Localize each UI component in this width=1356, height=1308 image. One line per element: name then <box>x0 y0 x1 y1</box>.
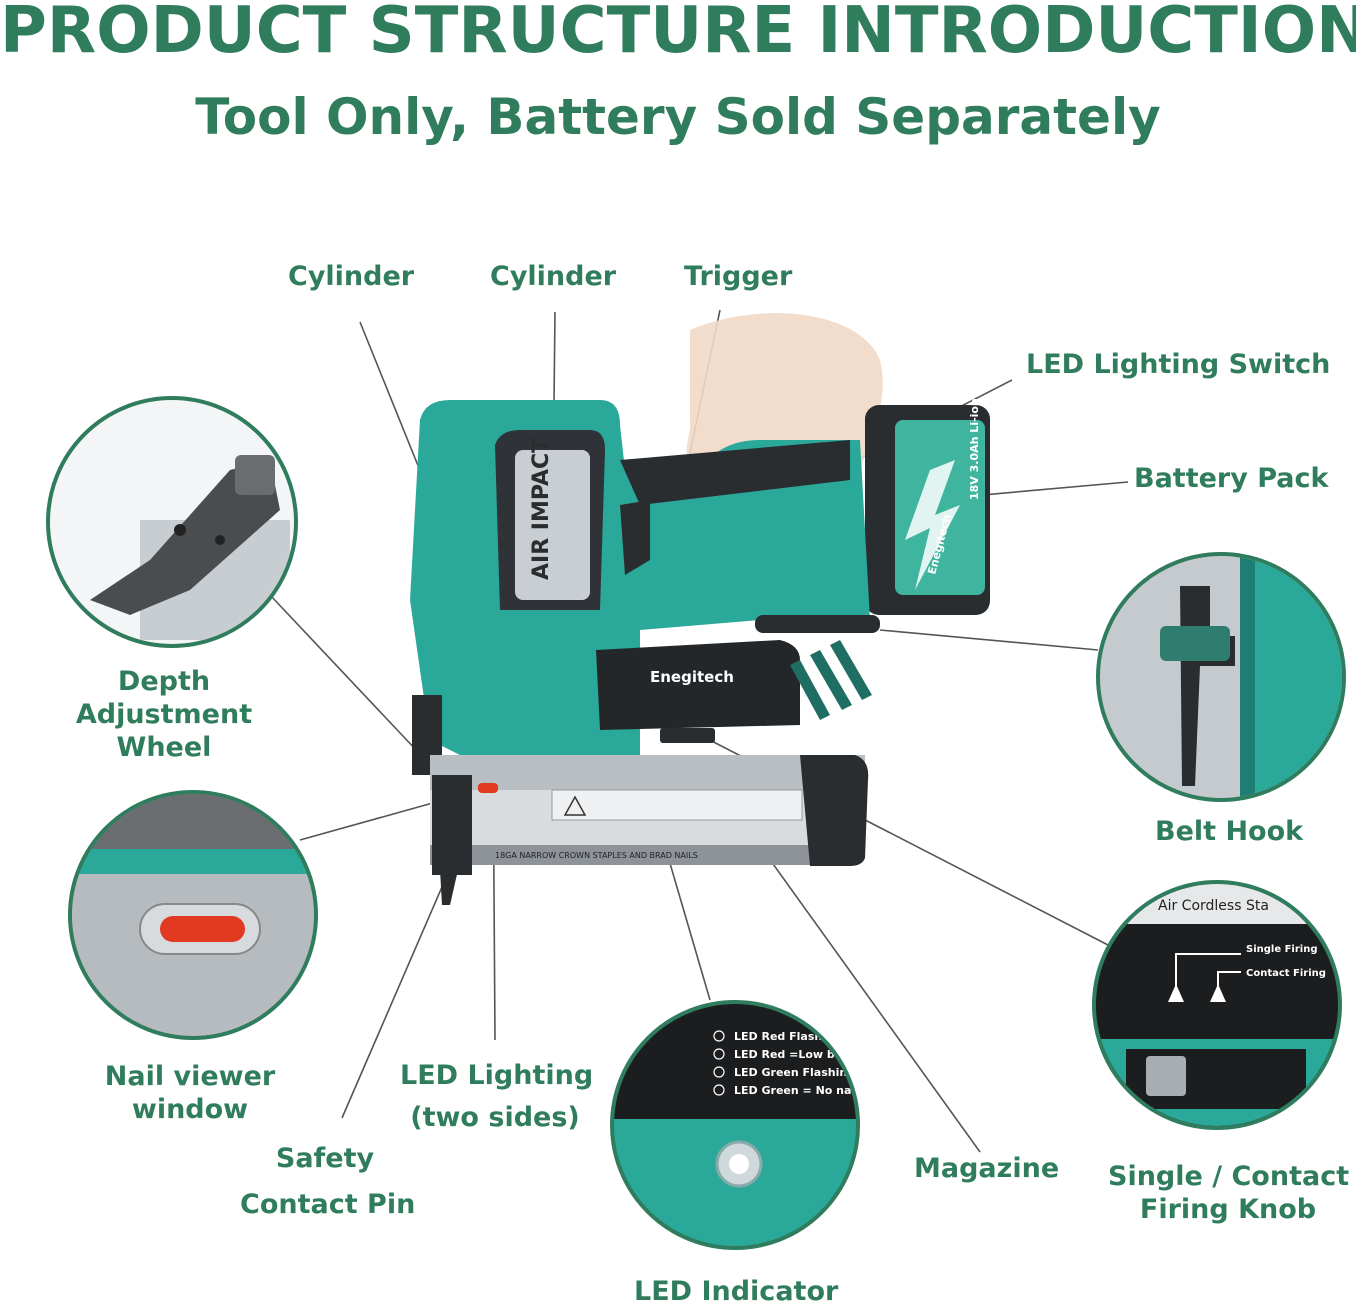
led-indicator-inset: LED Red Flashing LED Red =Low batte LED … <box>610 1000 860 1250</box>
safety-pin-label: Safety Contact Pin <box>240 1136 416 1228</box>
led-switch-label: LED Lighting Switch <box>1026 349 1331 380</box>
depth-wheel-line-2: Adjustment <box>75 699 253 730</box>
belt-hook-photo <box>1160 556 1342 798</box>
cylinder-label-2: Cylinder <box>490 261 617 292</box>
single-firing-text: Single Firing <box>1246 944 1318 955</box>
air-impact-label: AIR IMPACT <box>529 438 554 580</box>
led-indicator-photo: LED Red Flashing LED Red =Low batte LED … <box>614 1004 856 1188</box>
cylinder-label-1: Cylinder <box>288 261 415 292</box>
firing-knob-photo: Air Cordless Sta Single Firing Contact F… <box>1096 884 1338 1126</box>
depth-wheel-label: Depth Adjustment Wheel <box>74 665 254 764</box>
led-green-no-nails-text: LED Green = No nails <box>734 1084 856 1097</box>
depth-wheel-photo <box>90 455 290 640</box>
trigger-label: Trigger <box>684 261 793 292</box>
led-indicator-label: LED Indicator <box>634 1276 839 1307</box>
nail-viewer-line-1: Nail viewer <box>104 1061 276 1092</box>
nail-viewer-label: Nail viewer window <box>100 1060 280 1126</box>
led-lighting-line-1: LED Lighting <box>400 1060 594 1091</box>
nail-viewer-photo <box>72 794 314 1036</box>
belt-hook-label: Belt Hook <box>1155 816 1304 847</box>
firing-knob-line-1: Single / Contact <box>1108 1161 1350 1192</box>
firing-knob-line-2: Firing Knob <box>1139 1194 1317 1225</box>
firing-knob-inset: Air Cordless Sta Single Firing Contact F… <box>1092 880 1342 1130</box>
knob-header-text: Air Cordless Sta <box>1158 898 1269 914</box>
safety-pin-line-1: Safety <box>275 1143 375 1174</box>
magazine-print-label: 18GA NARROW CROWN STAPLES AND BRAD NAILS <box>495 851 698 860</box>
brand-label: Enegitech <box>650 668 734 686</box>
led-lighting-line-2: (two sides) <box>410 1102 580 1133</box>
led-green-flashing-text: LED Green Flashing = <box>734 1066 856 1079</box>
contact-firing-text: Contact Firing <box>1246 968 1326 979</box>
led-red-low-text: LED Red =Low batte <box>734 1048 856 1061</box>
nailer-body <box>410 400 880 905</box>
safety-pin-line-2: Contact Pin <box>240 1189 416 1220</box>
belt-hook-inset <box>1096 552 1346 802</box>
nail-viewer-line-2: window <box>131 1094 249 1125</box>
battery-pack-label: Battery Pack <box>1134 463 1329 494</box>
battery-pack-drawing <box>865 405 990 615</box>
depth-wheel-line-3: Wheel <box>116 732 212 763</box>
firing-knob-label: Single / Contact Firing Knob <box>1108 1160 1350 1226</box>
battery-spec-label: 18V 3.0Ah Li-ion <box>968 398 981 500</box>
led-lighting-label: LED Lighting (two sides) <box>400 1055 594 1139</box>
led-red-flashing-text: LED Red Flashing <box>734 1030 842 1043</box>
nail-viewer-inset <box>68 790 318 1040</box>
magazine-label: Magazine <box>914 1153 1060 1184</box>
page-subtitle: Tool Only, Battery Sold Separately <box>195 88 1161 146</box>
depth-wheel-inset <box>46 396 298 648</box>
depth-wheel-line-1: Depth <box>117 666 211 697</box>
page-title: PRODUCT STRUCTURE INTRODUCTION <box>0 0 1356 68</box>
